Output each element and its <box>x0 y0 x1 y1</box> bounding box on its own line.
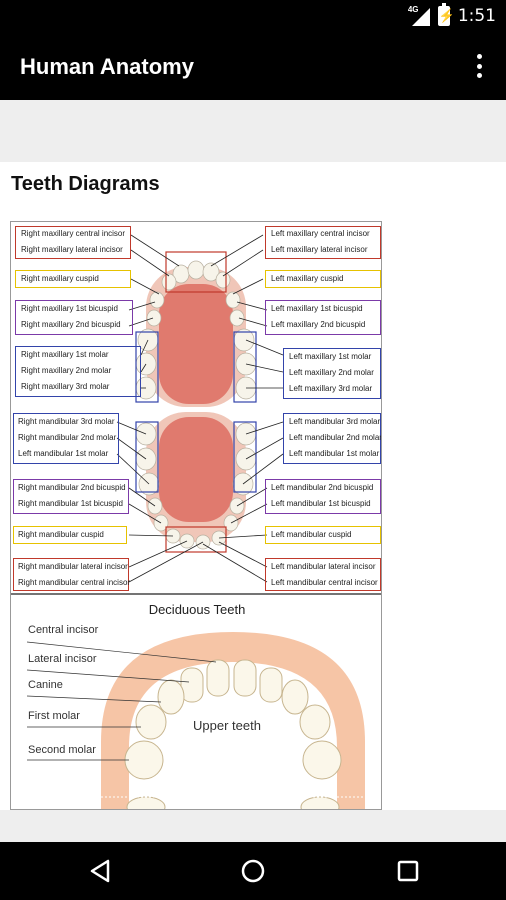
tooth-label: Left maxillary 3rd molar <box>289 384 373 393</box>
app-bar: Human Anatomy <box>0 34 506 100</box>
upper-teeth-label: Upper teeth <box>193 718 261 733</box>
tooth-label: Right maxillary cuspid <box>21 274 99 283</box>
tooth-label: Left maxillary cuspid <box>271 274 344 283</box>
tooth-label: Right mandibular 2nd molar <box>18 433 117 442</box>
tooth-label: Right maxillary 2nd molar <box>21 366 112 375</box>
clock: 1:51 <box>457 6 496 26</box>
signal-icon: 4G <box>407 5 430 26</box>
label-box <box>265 526 381 544</box>
label-box <box>15 270 131 288</box>
tooth-label: Right mandibular 3rd molar <box>18 417 115 426</box>
tooth-label: Left maxillary 2nd bicuspid <box>271 320 366 329</box>
back-icon[interactable] <box>86 856 116 886</box>
label-box <box>15 300 133 335</box>
tooth-label: Right mandibular lateral incisor <box>18 562 128 571</box>
app-title: Human Anatomy <box>20 54 194 79</box>
tooth-label: Right maxillary 2nd bicuspid <box>21 320 121 329</box>
tooth-label: Left maxillary central incisor <box>271 229 370 238</box>
ad-banner-area <box>0 100 506 162</box>
label-box <box>265 558 381 591</box>
label-box <box>265 226 381 259</box>
label-box <box>283 413 381 464</box>
tooth-label: Left maxillary 1st molar <box>289 352 372 361</box>
tooth-label: Right maxillary central incisor <box>21 229 126 238</box>
label-box <box>13 558 129 591</box>
tooth-label: Left mandibular 2nd molar <box>289 433 382 442</box>
tooth-label: Right maxillary 1st molar <box>21 350 109 359</box>
tooth-label: Right mandibular central incisor <box>18 578 131 587</box>
label-box <box>15 346 141 397</box>
tooth-label: Left mandibular 2nd bicuspid <box>271 483 374 492</box>
label-box <box>13 413 119 464</box>
status-bar: 4G ⚡ 1:51 <box>0 0 506 34</box>
mouth-illustration <box>11 234 381 809</box>
home-icon[interactable] <box>238 856 268 886</box>
tooth-label: Left mandibular lateral incisor <box>271 562 376 571</box>
tooth-label: Right mandibular 1st bicuspid <box>18 499 123 508</box>
deciduous-label: Central incisor <box>28 624 99 636</box>
tooth-label: Right maxillary 1st bicuspid <box>21 304 118 313</box>
navigation-bar <box>0 842 506 900</box>
deciduous-label: First molar <box>28 710 80 722</box>
tooth-label: Left mandibular 1st molar <box>18 449 109 458</box>
tooth-label: Left mandibular 1st bicuspid <box>271 499 371 508</box>
tooth-label: Left maxillary 2nd molar <box>289 368 374 377</box>
recents-icon[interactable] <box>393 856 423 886</box>
tooth-label: Right mandibular cuspid <box>18 530 104 539</box>
deciduous-label: Second molar <box>28 744 96 756</box>
tooth-label: Right maxillary 3rd molar <box>21 382 110 391</box>
tooth-label: Left mandibular central incisor <box>271 578 378 587</box>
label-box <box>15 226 131 259</box>
tooth-label: Left maxillary 1st bicuspid <box>271 304 363 313</box>
label-box <box>265 270 381 288</box>
tooth-label: Left mandibular 3rd molar <box>289 417 381 426</box>
tooth-label: Left mandibular cuspid <box>271 530 352 539</box>
label-box <box>13 526 127 544</box>
label-box <box>283 348 381 399</box>
overflow-menu-icon[interactable] <box>472 54 486 78</box>
tooth-label: Right mandibular 2nd bicuspid <box>18 483 126 492</box>
teeth-diagram-image: Right maxillary central incisor Right ma… <box>10 221 382 810</box>
network-type: 4G <box>407 5 419 14</box>
label-box <box>265 479 381 514</box>
tooth-label: Right maxillary lateral incisor <box>21 245 123 254</box>
page-heading: Teeth Diagrams <box>11 173 160 195</box>
bottom-band <box>0 810 506 842</box>
label-box <box>13 479 129 514</box>
deciduous-title: Deciduous Teeth <box>148 602 246 617</box>
deciduous-label: Lateral incisor <box>28 653 97 665</box>
deciduous-label: Canine <box>28 679 63 691</box>
tooth-label: Left mandibular 1st molar <box>289 449 380 458</box>
tooth-label: Left maxillary lateral incisor <box>271 245 368 254</box>
label-box <box>265 300 381 335</box>
battery-icon: ⚡ <box>437 3 455 26</box>
